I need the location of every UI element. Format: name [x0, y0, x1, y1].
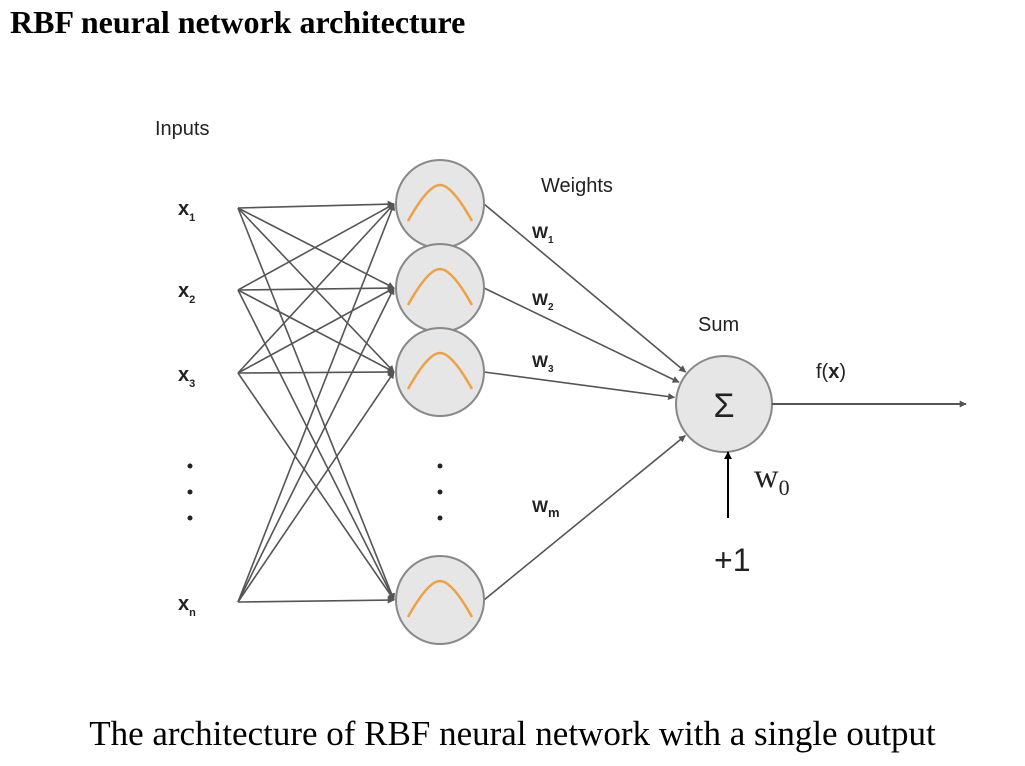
output-label: f(x) — [816, 361, 846, 383]
weights-label: Weights — [541, 175, 613, 197]
connection-x3-h3 — [237, 368, 395, 376]
connection-x1-h1 — [237, 200, 395, 209]
inputs-label: Inputs — [155, 118, 209, 140]
connection-x4-h1 — [237, 203, 395, 603]
input-label-3: x3 — [178, 364, 195, 390]
connection-h3-sum — [483, 371, 676, 401]
gaussian-icon — [406, 351, 474, 390]
connection-h2-sum — [483, 287, 680, 383]
connection-x2-h1 — [237, 203, 395, 291]
rbf-node-1 — [395, 159, 485, 249]
hidden-ellipsis — [437, 463, 443, 521]
connection-x4-h3 — [237, 371, 395, 603]
connection-h4-sum — [483, 435, 686, 601]
input-label-n: xn — [178, 593, 196, 619]
connection-x1-h3 — [237, 207, 395, 373]
gaussian-icon — [406, 579, 474, 618]
sum-node: Σ — [675, 355, 773, 453]
weight-label-3: W3 — [532, 352, 554, 375]
weight-label-m: Wm — [532, 497, 560, 520]
sum-label: Sum — [698, 314, 739, 336]
gaussian-icon — [406, 183, 474, 222]
bias-input-label: +1 — [714, 542, 750, 578]
weight-label-1: W1 — [532, 223, 554, 246]
connection-h1-sum — [483, 203, 687, 373]
connection-x4-h2 — [237, 287, 395, 603]
weight-label-2: W2 — [532, 290, 554, 313]
page-title: RBF neural network architecture — [10, 4, 466, 40]
rbf-node-3 — [395, 327, 485, 417]
connection-x1-h2 — [237, 207, 395, 289]
input-hidden-connections — [237, 200, 395, 604]
input-ellipsis — [187, 463, 193, 521]
bias-weight-label: w0 — [754, 458, 790, 500]
connection-x3-h1 — [237, 203, 395, 374]
rbf-node-m — [395, 555, 485, 645]
input-label-2: x2 — [178, 280, 195, 306]
connection-x3-h2 — [237, 287, 395, 374]
input-label-1: x1 — [178, 198, 195, 224]
rbf-node-2 — [395, 243, 485, 333]
connection-x4-h4 — [237, 596, 395, 604]
sum-symbol: Σ — [713, 387, 734, 425]
hidden-sum-connections — [483, 203, 687, 601]
gaussian-icon — [406, 267, 474, 306]
caption: The architecture of RBF neural network w… — [89, 714, 936, 753]
